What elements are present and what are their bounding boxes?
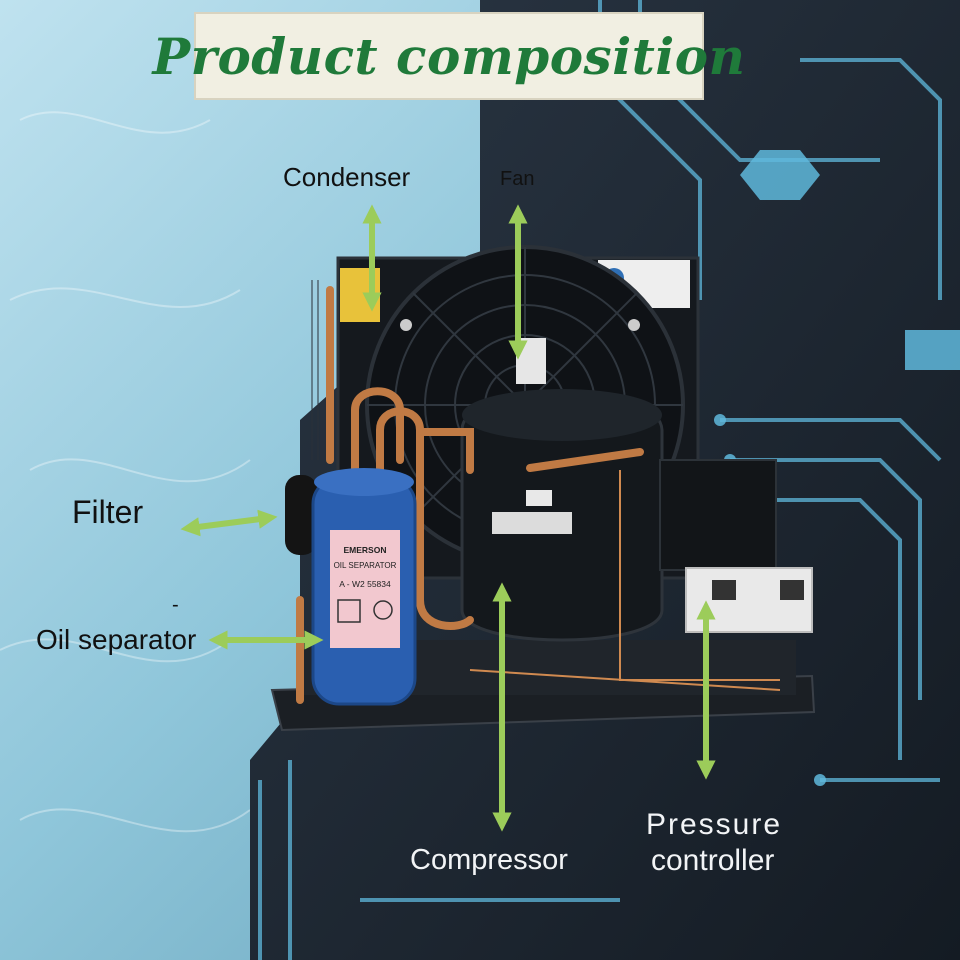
bolt-icon bbox=[400, 319, 412, 331]
oil-separator-sticker bbox=[330, 530, 400, 648]
label-condenser: Condenser bbox=[283, 162, 411, 192]
label-dash: - bbox=[172, 594, 179, 616]
label-oil-separator: Oil separator bbox=[36, 624, 197, 655]
compressor-label bbox=[492, 512, 572, 534]
sticker-brand: EMERSON bbox=[344, 545, 387, 555]
title-banner: Product composition bbox=[153, 12, 745, 100]
filter-arrow bbox=[180, 509, 278, 537]
filter-drier bbox=[285, 475, 317, 555]
ice-texture bbox=[0, 111, 251, 833]
bolt-icon bbox=[628, 319, 640, 331]
circuit-traces bbox=[258, 0, 942, 960]
label-filter: Filter bbox=[72, 494, 144, 530]
compressor-dome bbox=[462, 389, 662, 441]
ce-mark-icon bbox=[337, 599, 361, 623]
label-fan: Fan bbox=[500, 168, 535, 190]
sticker-product: OIL SEPARATOR bbox=[334, 561, 397, 570]
capillary-tube bbox=[469, 470, 781, 691]
label-compressor: Compressor bbox=[410, 844, 568, 876]
sticker-model: A - W2 55834 bbox=[339, 579, 391, 589]
condenser-fins bbox=[311, 280, 319, 460]
oil-separator-cap bbox=[314, 468, 414, 496]
electrical-box bbox=[659, 459, 777, 571]
pressure-dial-icon bbox=[712, 580, 736, 600]
pressure-dial-icon bbox=[780, 580, 804, 600]
ul-mark-icon bbox=[373, 600, 393, 620]
label-pressure-line2: controller bbox=[651, 844, 775, 877]
compressor-small-label bbox=[526, 490, 552, 506]
copper-pipes bbox=[296, 286, 644, 704]
label-pressure-line1: Pressure bbox=[646, 808, 783, 841]
page-title: Product composition bbox=[152, 26, 746, 86]
